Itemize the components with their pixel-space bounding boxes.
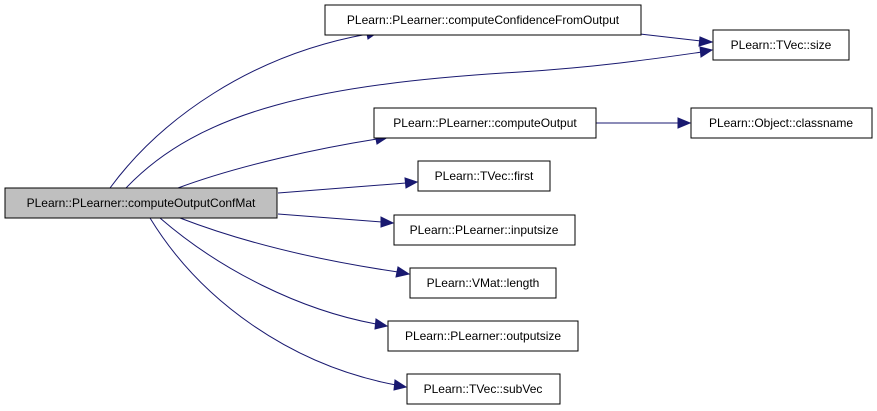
node-label: PLearn::TVec::first	[435, 169, 534, 183]
node-label: PLearn::VMat::length	[427, 276, 540, 290]
edge-computeOutput-to-classname	[596, 117, 692, 129]
node-computeOutput[interactable]: PLearn::PLearner::computeOutput	[373, 107, 597, 139]
node-tvec-first[interactable]: PLearn::TVec::first	[417, 160, 551, 192]
node-label: PLearn::PLearner::computeOutput	[393, 116, 577, 130]
node-inputsize[interactable]: PLearn::PLearner::inputsize	[393, 214, 576, 246]
edge-computeConfidenceFromOutput-to-tvec-size	[639, 33, 714, 47]
edge-computeOutputConfMat-to-outputsize	[159, 217, 389, 330]
edge-computeOutputConfMat-to-subVec	[149, 217, 408, 391]
nodes: PLearn::PLearner::computeOutputConfMat P…	[4, 4, 873, 405]
node-tvec-size[interactable]: PLearn::TVec::size	[712, 29, 850, 61]
edge-computeOutputConfMat-to-vmat-length	[179, 217, 411, 278]
node-outputsize[interactable]: PLearn::PLearner::outputsize	[387, 320, 579, 352]
node-label: PLearn::PLearner::outputsize	[405, 329, 561, 343]
edge-computeOutputConfMat-to-inputsize	[277, 213, 395, 228]
edge-computeOutputConfMat-to-tvec-first	[277, 177, 419, 194]
edge-computeOutputConfMat-to-tvec-size	[125, 46, 714, 189]
node-label: PLearn::TVec::size	[731, 38, 832, 52]
node-label: PLearn::PLearner::computeConfidenceFromO…	[347, 13, 620, 27]
node-vmat-length[interactable]: PLearn::VMat::length	[409, 267, 557, 299]
node-computeConfidenceFromOutput[interactable]: PLearn::PLearner::computeConfidenceFromO…	[324, 4, 642, 36]
node-label: PLearn::PLearner::inputsize	[410, 223, 559, 237]
edge-computeOutputConfMat-to-computeConfidenceFromOutput	[109, 28, 380, 189]
node-classname[interactable]: PLearn::Object::classname	[690, 107, 873, 139]
edge-computeOutputConfMat-to-computeOutput	[177, 133, 390, 189]
node-label: PLearn::TVec::subVec	[424, 382, 543, 396]
node-computeOutputConfMat[interactable]: PLearn::PLearner::computeOutputConfMat	[4, 187, 278, 219]
node-label: PLearn::PLearner::computeOutputConfMat	[27, 196, 256, 210]
node-subVec[interactable]: PLearn::TVec::subVec	[406, 373, 561, 405]
node-label: PLearn::Object::classname	[709, 116, 853, 130]
